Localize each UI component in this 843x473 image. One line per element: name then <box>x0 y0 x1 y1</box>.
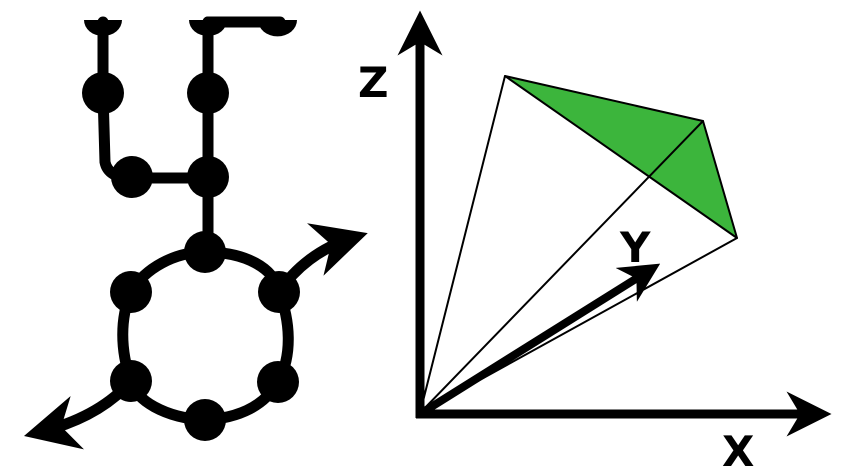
terminal-cap <box>258 20 297 37</box>
terminal-cap <box>189 20 227 36</box>
molecule-atoms <box>82 72 300 441</box>
branch-atom <box>82 72 124 114</box>
shaded-face <box>504 75 738 239</box>
x-axis-label: X <box>722 427 754 473</box>
terminal-caps <box>84 20 297 37</box>
ring-atom <box>258 271 300 313</box>
ring-atom <box>110 271 152 313</box>
branch-atom <box>187 156 229 198</box>
terminal-cap <box>84 20 122 36</box>
y-axis <box>417 263 661 418</box>
branch-atom <box>187 72 229 114</box>
y-axis-label: Y <box>619 223 651 272</box>
axes-diagram: Z Y X <box>358 10 832 473</box>
axis-lines <box>397 10 832 437</box>
molecule-diagram <box>23 16 368 450</box>
ring-atom <box>184 399 226 441</box>
edge <box>419 120 704 414</box>
edge <box>419 75 506 414</box>
ring-atom <box>184 231 226 273</box>
z-axis-label: Z <box>358 58 388 107</box>
ring-atom <box>257 361 299 403</box>
ring-atom <box>110 360 152 402</box>
branch-atom <box>111 156 153 198</box>
